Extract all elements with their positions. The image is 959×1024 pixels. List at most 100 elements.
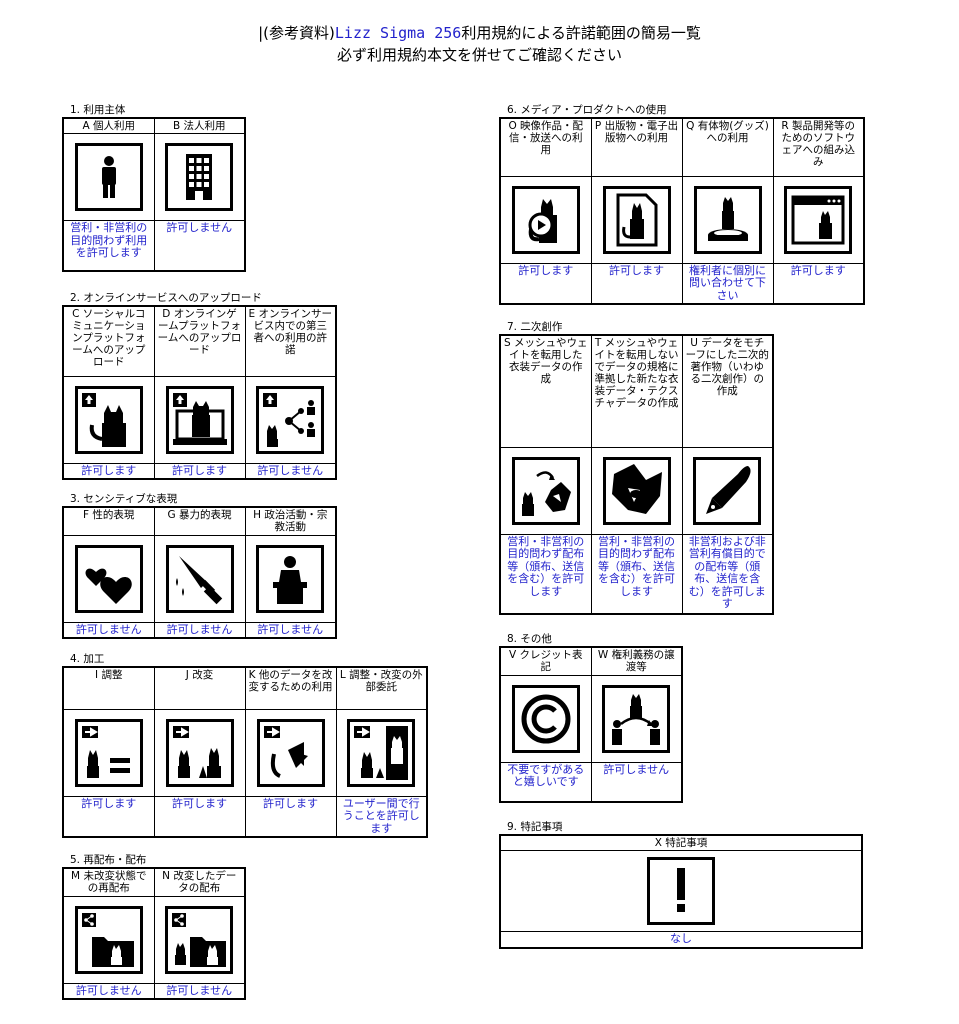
item-status: 許可します bbox=[153, 462, 246, 480]
item-header: F 性的表現 bbox=[62, 506, 155, 536]
item-status: 不要ですがあると嬉しいです bbox=[499, 761, 592, 803]
item-status: 許可します bbox=[244, 795, 337, 838]
figure-goods-icon bbox=[693, 185, 762, 254]
section-online-upload: 2. オンラインサービスへのアップロード C ソーシャルコミュニケーションプラッ… bbox=[62, 291, 337, 480]
item-header: O 映像作品・配信・放送への利用 bbox=[499, 117, 592, 177]
costume-icon bbox=[511, 456, 580, 525]
section-other: 8. その他 V クレジット表記 W 権利義務の譲渡等 不要ですがあると嬉しいで… bbox=[499, 632, 683, 803]
section-table: X 特記事項 なし bbox=[499, 834, 863, 949]
section-label: 2. オンラインサービスへのアップロード bbox=[70, 292, 262, 304]
knife-icon bbox=[165, 544, 234, 613]
section-media-products: 6. メディア・プロダクトへの使用 O 映像作品・配信・放送への利用 P 出版物… bbox=[499, 103, 865, 305]
building-icon bbox=[165, 143, 234, 211]
item-status: 許可します bbox=[62, 795, 155, 838]
item-header: N 改変したデータの配布 bbox=[153, 867, 246, 897]
item-status: 許可しません bbox=[244, 462, 337, 480]
item-header: Q 有体物(グッズ)への利用 bbox=[681, 117, 774, 177]
section-sensitive-expression: 3. センシティブな表現 F 性的表現 G 暴力的表現 H 政治活動・宗教活動 … bbox=[62, 492, 337, 639]
redistribute-icon bbox=[74, 905, 143, 974]
item-header: K 他のデータを改変するための利用 bbox=[244, 666, 337, 710]
section-label: 3. センシティブな表現 bbox=[70, 493, 178, 505]
section-table: O 映像作品・配信・放送への利用 P 出版物・電子出版物への利用 Q 有体物(グ… bbox=[499, 117, 865, 305]
item-header: W 権利義務の譲渡等 bbox=[590, 646, 683, 676]
section-label: 7. 二次創作 bbox=[507, 321, 563, 333]
person-icon bbox=[74, 143, 143, 211]
share-third-party-icon bbox=[256, 385, 325, 454]
item-header: B 法人利用 bbox=[153, 117, 246, 134]
item-header: T メッシュやウェイトを転用しないでデータの規格に準拠した新たな衣装データ・テク… bbox=[590, 334, 683, 448]
title-prefix: (参考資料) bbox=[263, 24, 335, 42]
section-table: M 未改変状態での再配布 N 改変したデータの配布 許可しません 許可しません bbox=[62, 867, 246, 1000]
reuse-data-icon bbox=[256, 718, 325, 787]
section-label: 5. 再配布・配布 bbox=[70, 854, 147, 866]
item-header: G 暴力的表現 bbox=[153, 506, 246, 536]
section-table: F 性的表現 G 暴力的表現 H 政治活動・宗教活動 許可しません 許可しません… bbox=[62, 506, 337, 639]
section-table: I 調整 J 改変 K 他のデータを改変するための利用 L 調整・改変の外部委託… bbox=[62, 666, 428, 838]
item-status: 許可しません bbox=[153, 220, 246, 271]
adjust-icon bbox=[74, 718, 143, 787]
section-processing: 4. 加工 I 調整 J 改変 K 他のデータを改変するための利用 L 調整・改… bbox=[62, 652, 428, 838]
podium-icon bbox=[256, 544, 325, 613]
title-line-2: 必ず利用規約本文を併せてご確認ください bbox=[336, 46, 622, 64]
item-status: 非営利および非営利有償目的での配布等（頒布、送信を含む）を許可します bbox=[681, 533, 774, 615]
item-header: U データをモチーフにした二次的著作物（いわゆる二次創作）の作成 bbox=[681, 334, 774, 448]
item-header: V クレジット表記 bbox=[499, 646, 592, 676]
section-label: 8. その他 bbox=[507, 633, 552, 645]
modify-icon bbox=[165, 718, 234, 787]
transfer-icon bbox=[602, 684, 671, 753]
item-status: 許可しません bbox=[244, 621, 337, 639]
outsource-icon bbox=[347, 718, 416, 787]
section-redistribution: 5. 再配布・配布 M 未改変状態での再配布 N 改変したデータの配布 許可しま… bbox=[62, 853, 246, 1000]
section-label: 1. 利用主体 bbox=[70, 104, 126, 116]
item-status: 許可しません bbox=[590, 761, 683, 803]
item-status: ユーザー間で行うことを許可します bbox=[335, 795, 428, 838]
item-header: E オンラインサービス内での第三者への利用の許諾 bbox=[244, 305, 337, 377]
title-line-1: |(参考資料)Lizz Sigma 256利用規約による許諾範囲の簡易一覧 bbox=[258, 24, 701, 42]
section-usage-subject: 1. 利用主体 A 個人利用 B 法人利用 営利・非営利の目的問わず利用を許可し… bbox=[62, 103, 246, 272]
item-header: H 政治活動・宗教活動 bbox=[244, 506, 337, 536]
item-header: I 調整 bbox=[62, 666, 155, 710]
software-icon bbox=[784, 185, 853, 254]
item-header: J 改変 bbox=[153, 666, 246, 710]
item-status: 許可しません bbox=[153, 621, 246, 639]
item-status: 営利・非営利の目的問わず配布等（頒布、送信を含む）を許可します bbox=[499, 533, 592, 615]
item-header: S メッシュやウェイトを転用した衣装データの作成 bbox=[499, 334, 592, 448]
section-special-notes: 9. 特記事項 X 特記事項 なし bbox=[499, 820, 863, 949]
title-rest: 利用規約による許諾範囲の簡易一覧 bbox=[461, 24, 701, 42]
item-status: 許可します bbox=[590, 262, 683, 305]
copyright-icon bbox=[511, 684, 580, 753]
section-label: 6. メディア・プロダクトへの使用 bbox=[507, 104, 667, 116]
item-header: C ソーシャルコミュニケーションプラットフォームへのアップロード bbox=[62, 305, 155, 377]
item-header: P 出版物・電子出版物への利用 bbox=[590, 117, 683, 177]
distribute-modified-icon bbox=[165, 905, 234, 974]
section-label: 9. 特記事項 bbox=[507, 821, 563, 833]
item-status: 許可します bbox=[772, 262, 865, 305]
video-icon bbox=[511, 185, 580, 254]
item-status: 営利・非営利の目的問わず配布等（頒布、送信を含む）を許可します bbox=[590, 533, 683, 615]
item-status: 営利・非営利の目的問わず利用を許可します bbox=[62, 220, 155, 271]
title-product-name: Lizz Sigma 256 bbox=[334, 24, 462, 42]
item-header: M 未改変状態での再配布 bbox=[62, 867, 155, 897]
item-status: 許可しません bbox=[62, 621, 155, 639]
publication-icon bbox=[602, 185, 671, 254]
new-costume-icon bbox=[602, 456, 671, 525]
upload-social-icon bbox=[74, 385, 143, 454]
exclamation-icon bbox=[647, 857, 715, 925]
upload-game-icon bbox=[165, 385, 234, 454]
item-status: 許可します bbox=[499, 262, 592, 305]
section-table: C ソーシャルコミュニケーションプラットフォームへのアップロード D オンライン… bbox=[62, 305, 337, 480]
item-header: L 調整・改変の外部委託 bbox=[335, 666, 428, 710]
item-status: 許可しません bbox=[62, 982, 155, 1000]
item-status: 許可しません bbox=[153, 982, 246, 1000]
page-title: |(参考資料)Lizz Sigma 256利用規約による許諾範囲の簡易一覧 必ず… bbox=[0, 22, 959, 66]
item-header: R 製品開発等のためのソフトウェアへの組み込み bbox=[772, 117, 865, 177]
section-label: 4. 加工 bbox=[70, 653, 105, 665]
section-table: V クレジット表記 W 権利義務の譲渡等 不要ですがあると嬉しいです 許可しませ… bbox=[499, 646, 683, 803]
item-header: A 個人利用 bbox=[62, 117, 155, 134]
item-header: D オンラインゲームプラットフォームへのアップロード bbox=[153, 305, 246, 377]
item-status: なし bbox=[499, 931, 863, 948]
section-table: S メッシュやウェイトを転用した衣装データの作成 T メッシュやウェイトを転用し… bbox=[499, 334, 774, 615]
item-status: 権利者に個別に問い合わせて下さい bbox=[681, 262, 774, 305]
hearts-icon bbox=[74, 544, 143, 613]
item-header: X 特記事項 bbox=[499, 834, 863, 851]
